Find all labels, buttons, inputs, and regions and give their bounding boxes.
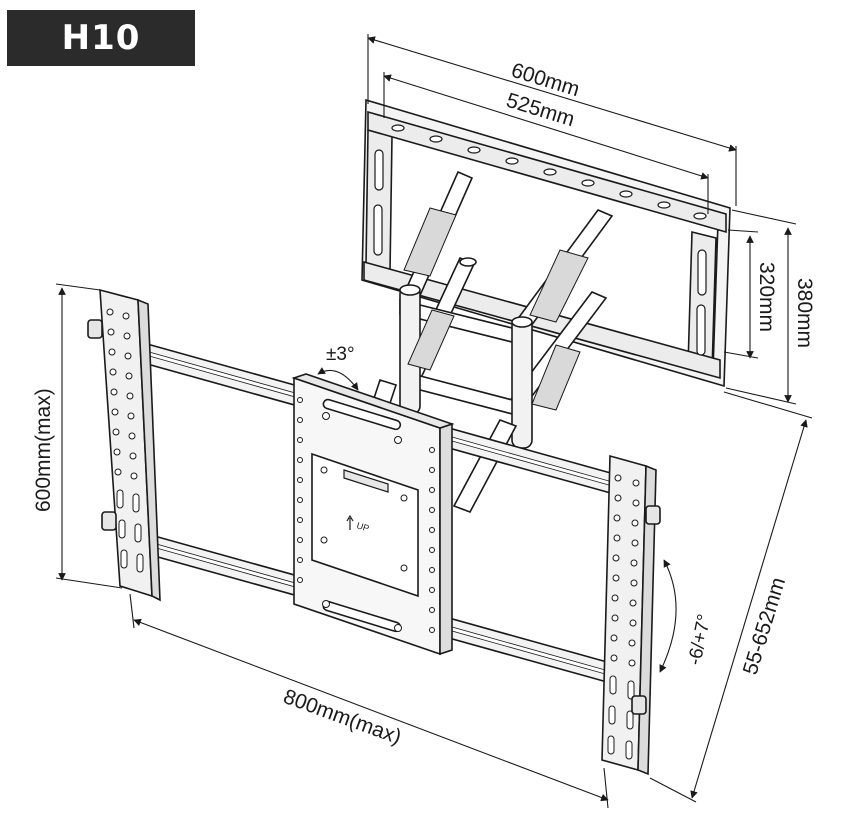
gas-springs [403,207,589,411]
dim-320mm-label: 320mm [755,262,778,332]
left-rail-holes [106,308,144,573]
dim-55-652mm-label: 55-652mm [739,575,790,678]
right-wall-rail [601,454,661,776]
up-label: UP [355,520,370,533]
dim-600mm-max-label: 600mm(max) [32,388,55,512]
dim-800mm-max-label: 800mm(max) [280,685,404,749]
left-wall-rail [87,288,161,602]
central-wall-plate: UP [291,373,455,656]
top-slot [322,398,402,431]
dim-380mm-label: 380mm [793,278,816,348]
articulating-arms [350,170,614,513]
right-rail-knobs [631,505,661,715]
right-rail-holes [607,474,640,760]
model-badge: H10 [7,10,195,66]
left-rail-knobs [87,319,117,531]
swivel-angle-label: ±3° [326,344,355,365]
tilt-angle-label: -6/+7° [684,612,715,667]
up-arrow-icon [346,514,354,530]
upright-slots [373,149,707,356]
dimension-lines [55,34,813,809]
